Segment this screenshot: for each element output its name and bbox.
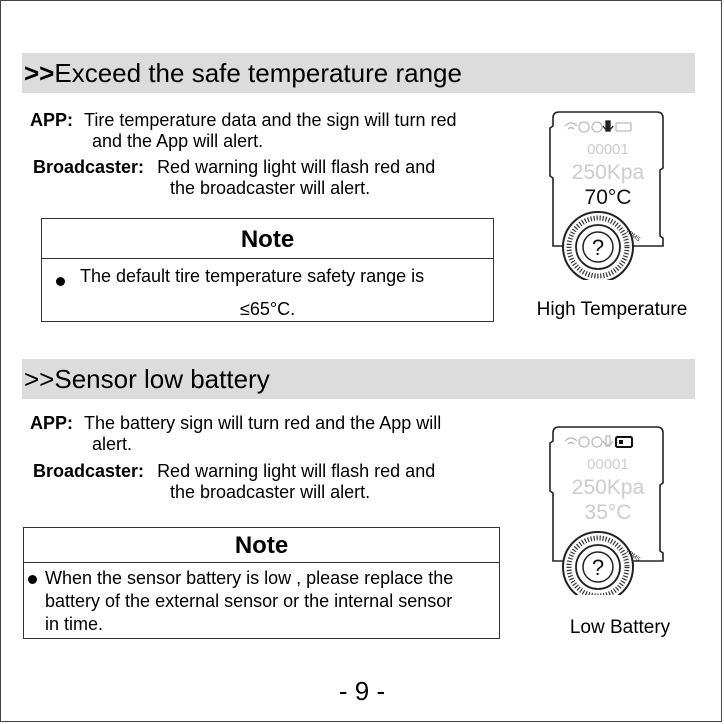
broadcaster-label: Broadcaster: [33, 157, 145, 177]
broadcaster-line1-2: Red warning light will flash red and [157, 461, 436, 481]
broadcaster-line2: the broadcaster will alert. [170, 178, 371, 198]
heading-text: Exceed the safe temperature range [54, 58, 462, 88]
broadcaster-description: Broadcaster: Red warning light will flas… [33, 157, 435, 178]
sensor-dial-icon-2: ? TPMS [562, 531, 641, 603]
caption-high-temperature: High Temperature [536, 299, 688, 320]
heading-prefix: >> [24, 58, 55, 88]
status-icons [564, 120, 632, 133]
pressure-reading: 250Kpa [572, 161, 645, 184]
temperature-reading: 70°C [585, 186, 632, 209]
broadcaster-line1: Red warning light will flash red and [157, 157, 436, 177]
broadcaster-line2-2: the broadcaster will alert. [170, 482, 371, 502]
note-line1: The default tire temperature safety rang… [80, 266, 425, 286]
temperature-reading-2: 35°C [585, 501, 632, 524]
page-number: - 9 - [338, 676, 386, 706]
status-icons-2 [564, 435, 633, 448]
question-mark: ? [592, 235, 604, 260]
question-mark-2: ? [592, 555, 604, 580]
note-line3-2: in time. [45, 614, 104, 634]
app-description: APP: Tire temperature data and the sign … [30, 110, 457, 131]
section-heading-battery: >>Sensor low battery [22, 359, 695, 399]
tpms-device-high-temperature: 00001 250Kpa 70°C ? TPMS [547, 108, 669, 285]
sensor-dial-icon: ? TPMS [562, 211, 641, 283]
app-label-2: APP: [30, 413, 74, 433]
note-title-2: Note [24, 528, 499, 563]
tpms-device-low-battery: 00001 250Kpa 35°C ? TPMS [547, 423, 669, 603]
sensor-id-2: 00001 [587, 456, 629, 473]
note-line2: ≤65°C. [240, 299, 296, 319]
note-title: Note [42, 219, 493, 259]
sensor-id: 00001 [587, 141, 629, 158]
broadcaster-description-2: Broadcaster: Red warning light will flas… [33, 461, 435, 482]
note-line2-2: battery of the external sensor or the in… [45, 591, 453, 611]
app-line2: and the App will alert. [92, 131, 264, 151]
note-line1-2: When the sensor battery is low , please … [45, 568, 454, 588]
note-box-2: Note When the sensor battery is low , pl… [23, 527, 500, 639]
app-label: APP: [30, 110, 74, 130]
section-heading-temperature: >>Exceed the safe temperature range [22, 53, 695, 93]
bullet-icon-2 [28, 575, 37, 584]
note-body-2: When the sensor battery is low , please … [24, 563, 499, 639]
note-box: Note The default tire temperature safety… [41, 218, 494, 322]
broadcaster-label-2: Broadcaster: [33, 461, 145, 481]
pressure-reading-2: 250Kpa [572, 476, 645, 499]
app-line1-2: The battery sign will turn red and the A… [84, 413, 442, 433]
app-description-2: APP: The battery sign will turn red and … [30, 413, 441, 434]
caption-low-battery: Low Battery [569, 617, 671, 638]
bullet-icon [56, 277, 65, 286]
app-line1: Tire temperature data and the sign will … [84, 110, 457, 130]
note-body: The default tire temperature safety rang… [42, 259, 493, 322]
app-line2-2: alert. [92, 434, 133, 454]
